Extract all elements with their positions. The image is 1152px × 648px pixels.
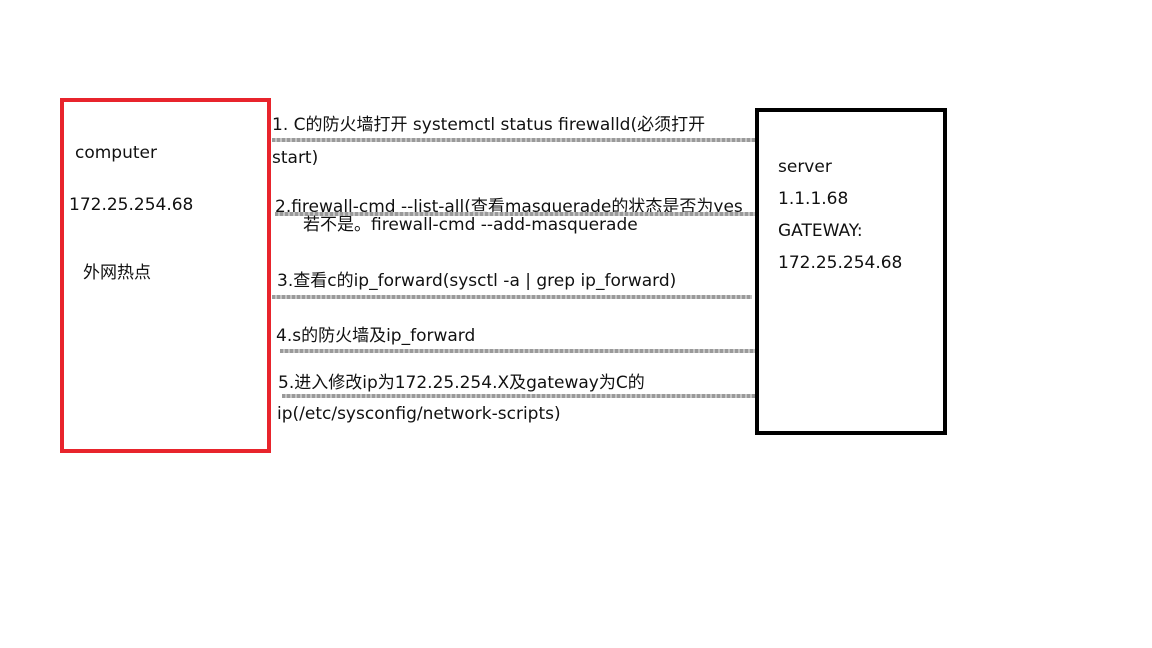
computer-label: computer [75,143,157,163]
computer-node [60,98,271,453]
server-gateway: 172.25.254.68 [778,253,903,273]
step-1-text-cont: start) [272,148,319,168]
step-3-text: 3.查看c的ip_forward(sysctl -a | grep ip_for… [277,271,677,291]
connector-line [272,138,755,142]
step-2-text: 2.firewall-cmd --list-all(查看masquerade的状… [275,197,743,217]
step-4-text: 4.s的防火墙及ip_forward [276,326,476,346]
connector-line [282,394,755,398]
step-5-text-cont: ip(/etc/sysconfig/network-scripts) [277,404,561,424]
step-5-text: 5.进入修改ip为172.25.254.X及gateway为C的 [278,373,645,393]
server-label: server [778,157,832,177]
server-ip: 1.1.1.68 [778,189,849,209]
server-gateway-label: GATEWAY: [778,221,863,241]
computer-note: 外网热点 [83,263,151,283]
step-2-text-cont: 若不是。firewall-cmd --add-masquerade [303,215,638,235]
connector-line [272,295,752,299]
computer-ip: 172.25.254.68 [69,195,194,215]
connector-line [275,212,755,216]
connector-line [280,349,755,353]
step-1-text: 1. C的防火墙打开 systemctl status firewalld(必须… [272,115,706,135]
server-node [755,108,947,435]
